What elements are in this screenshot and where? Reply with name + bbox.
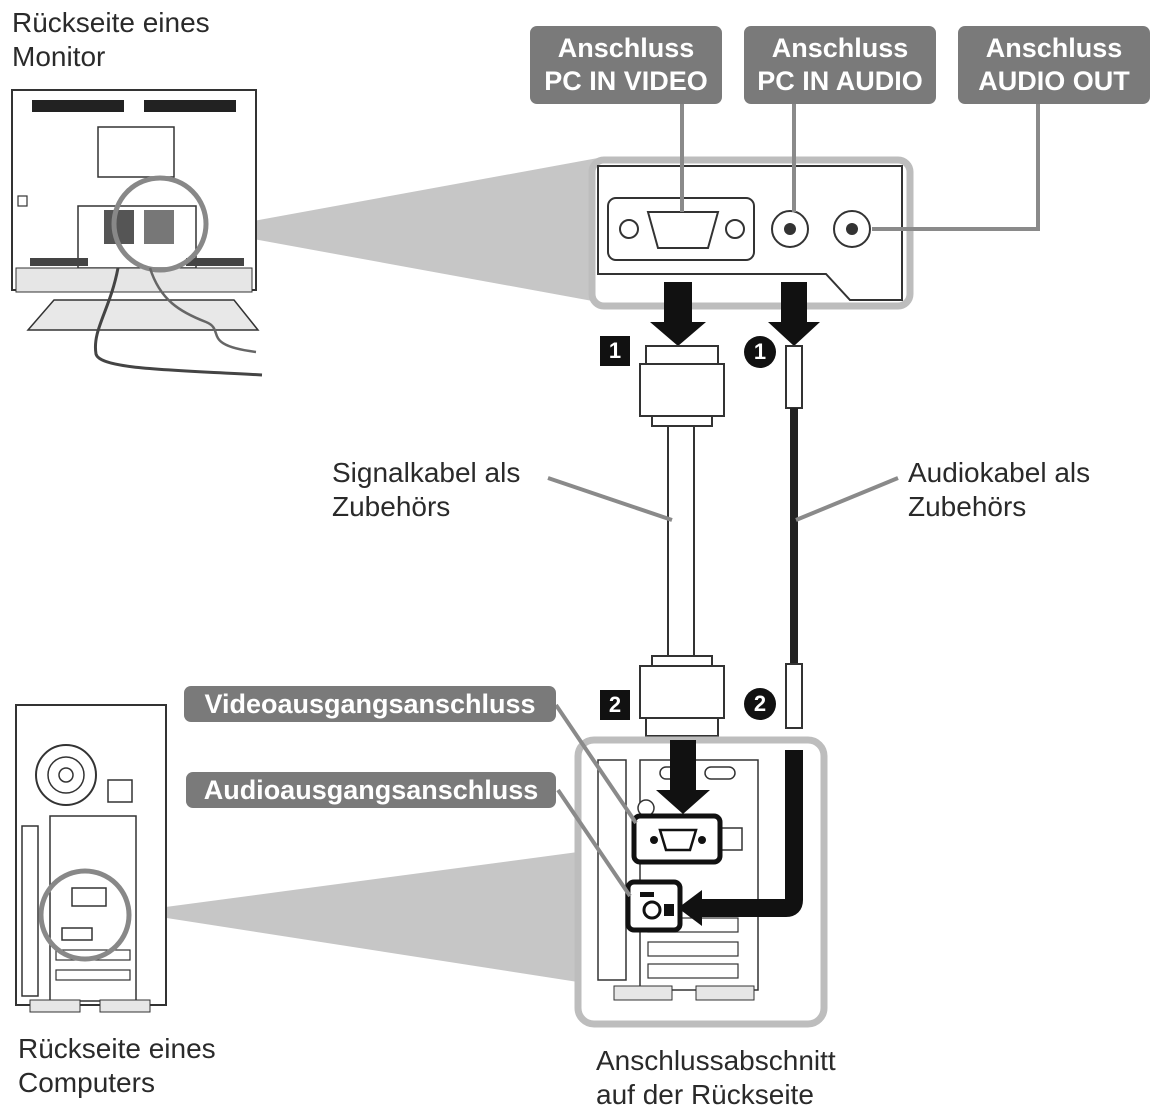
rear-section-label-line-2: auf der Rückseite <box>596 1079 814 1110</box>
pc-in-video-tag-line-1: Anschluss <box>557 33 695 63</box>
computer-connector-panel <box>574 736 828 1028</box>
signal-cable-label: Signalkabel als Zubehörs <box>332 456 520 524</box>
audio-step-2-marker: 2 <box>744 688 776 720</box>
monitor-connector-panel <box>588 156 914 310</box>
audio-out-tag-line-1: Anschluss <box>985 33 1123 63</box>
audio-cable <box>768 282 820 729</box>
audio-step-1-marker: 1 <box>744 336 776 368</box>
rear-section-label-line-1: Anschlussabschnitt <box>596 1045 836 1076</box>
pc-in-video-tag-line-2: PC IN VIDEO <box>544 66 708 96</box>
pc-in-audio-tag: Anschluss PC IN AUDIO <box>744 26 936 104</box>
rear-section-label: Anschlussabschnitt auf der Rückseite <box>596 1044 836 1112</box>
computer-back-label-line-2: Computers <box>18 1067 155 1098</box>
video-step-1-marker: 1 <box>600 336 630 366</box>
signal-cable <box>639 282 725 737</box>
video-out-leader <box>554 703 638 825</box>
monitor-back-label-line-2: Monitor <box>12 41 106 72</box>
audio-out-leader <box>872 102 1040 231</box>
computer-back-label-line-1: Rückseite eines <box>18 1033 216 1064</box>
pc-in-audio-tag-line-2: PC IN AUDIO <box>757 66 923 96</box>
audio-out-tag: Anschluss AUDIO OUT <box>958 26 1150 104</box>
computer-callout-zone <box>128 852 578 982</box>
pc-in-audio-tag-line-1: Anschluss <box>771 33 909 63</box>
monitor-back-label-line-1: Rückseite eines <box>12 7 210 38</box>
computer-rear-illustration <box>15 704 167 1013</box>
computer-back-label: Rückseite eines Computers <box>18 1032 216 1100</box>
audio-out-tag-line-2: AUDIO OUT <box>978 66 1130 96</box>
monitor-callout-zone <box>204 158 598 302</box>
audio-output-tag: Audioausgangsanschluss <box>186 772 556 808</box>
audio-cable-leader <box>795 476 899 522</box>
signal-cable-label-line-2: Zubehörs <box>332 491 451 522</box>
audio-out-leader-line <box>556 788 632 898</box>
audio-cable-label-line-2: Zubehörs <box>908 491 1027 522</box>
video-step-2-marker: 2 <box>600 690 630 720</box>
audio-cable-label-line-1: Audiokabel als <box>908 457 1091 488</box>
video-output-tag: Videoausgangsanschluss <box>184 686 556 722</box>
audio-cable-label: Audiokabel als Zubehörs <box>908 456 1090 524</box>
video-out-arrow-head <box>656 790 710 814</box>
monitor-back-label: Rückseite eines Monitor <box>12 6 210 74</box>
signal-cable-label-line-1: Signalkabel als <box>332 457 521 488</box>
audio-out-arrow-head <box>678 890 702 926</box>
signal-cable-leader <box>547 476 673 522</box>
video-out-arrow-shaft <box>670 740 696 792</box>
pc-in-video-tag: Anschluss PC IN VIDEO <box>530 26 722 104</box>
audio-out-arrow-path <box>700 750 803 917</box>
monitor-rear-illustration <box>11 89 263 377</box>
